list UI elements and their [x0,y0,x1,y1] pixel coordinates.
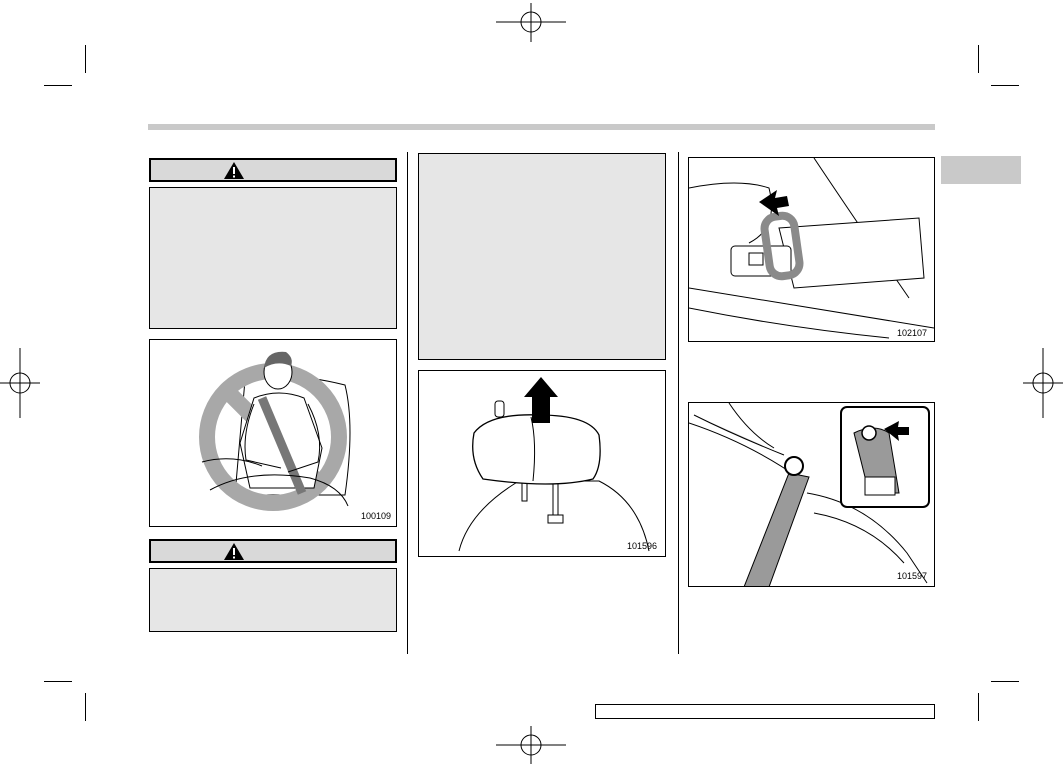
figure-buckle-release: 102107 [688,157,935,342]
registration-mark-top [496,3,566,42]
warning-body-2 [149,568,397,632]
buckle-release-illustration [689,158,934,339]
figure-id-1: 100109 [361,511,392,521]
footer-box [595,704,935,719]
figure-id-4: 101597 [897,571,928,581]
warning-body-1 [149,187,397,329]
figure-id-3: 102107 [897,328,928,338]
column-divider-1 [407,152,408,654]
warning-triangle-icon [224,543,244,560]
figure-seatbelt-prohibited: 100109 [149,339,397,527]
belt-anchor-illustration [689,403,930,586]
warning-header-2 [149,539,397,563]
prohibited-seatbelt-illustration [199,351,351,511]
figure-belt-anchor: 101597 [688,402,935,587]
warning-triangle-icon [224,162,244,179]
warning-header-1 [149,158,397,182]
note-box [418,153,666,360]
section-tab [941,156,1021,184]
header-bar [148,124,935,130]
figure-head-restraint-raise: 101596 [418,370,666,557]
registration-mark-right [1023,348,1063,418]
figure-id-2: 101596 [627,541,658,551]
column-divider-2 [678,152,679,654]
registration-mark-left [0,348,40,418]
registration-mark-bottom [496,726,566,764]
head-restraint-illustration [458,377,650,552]
